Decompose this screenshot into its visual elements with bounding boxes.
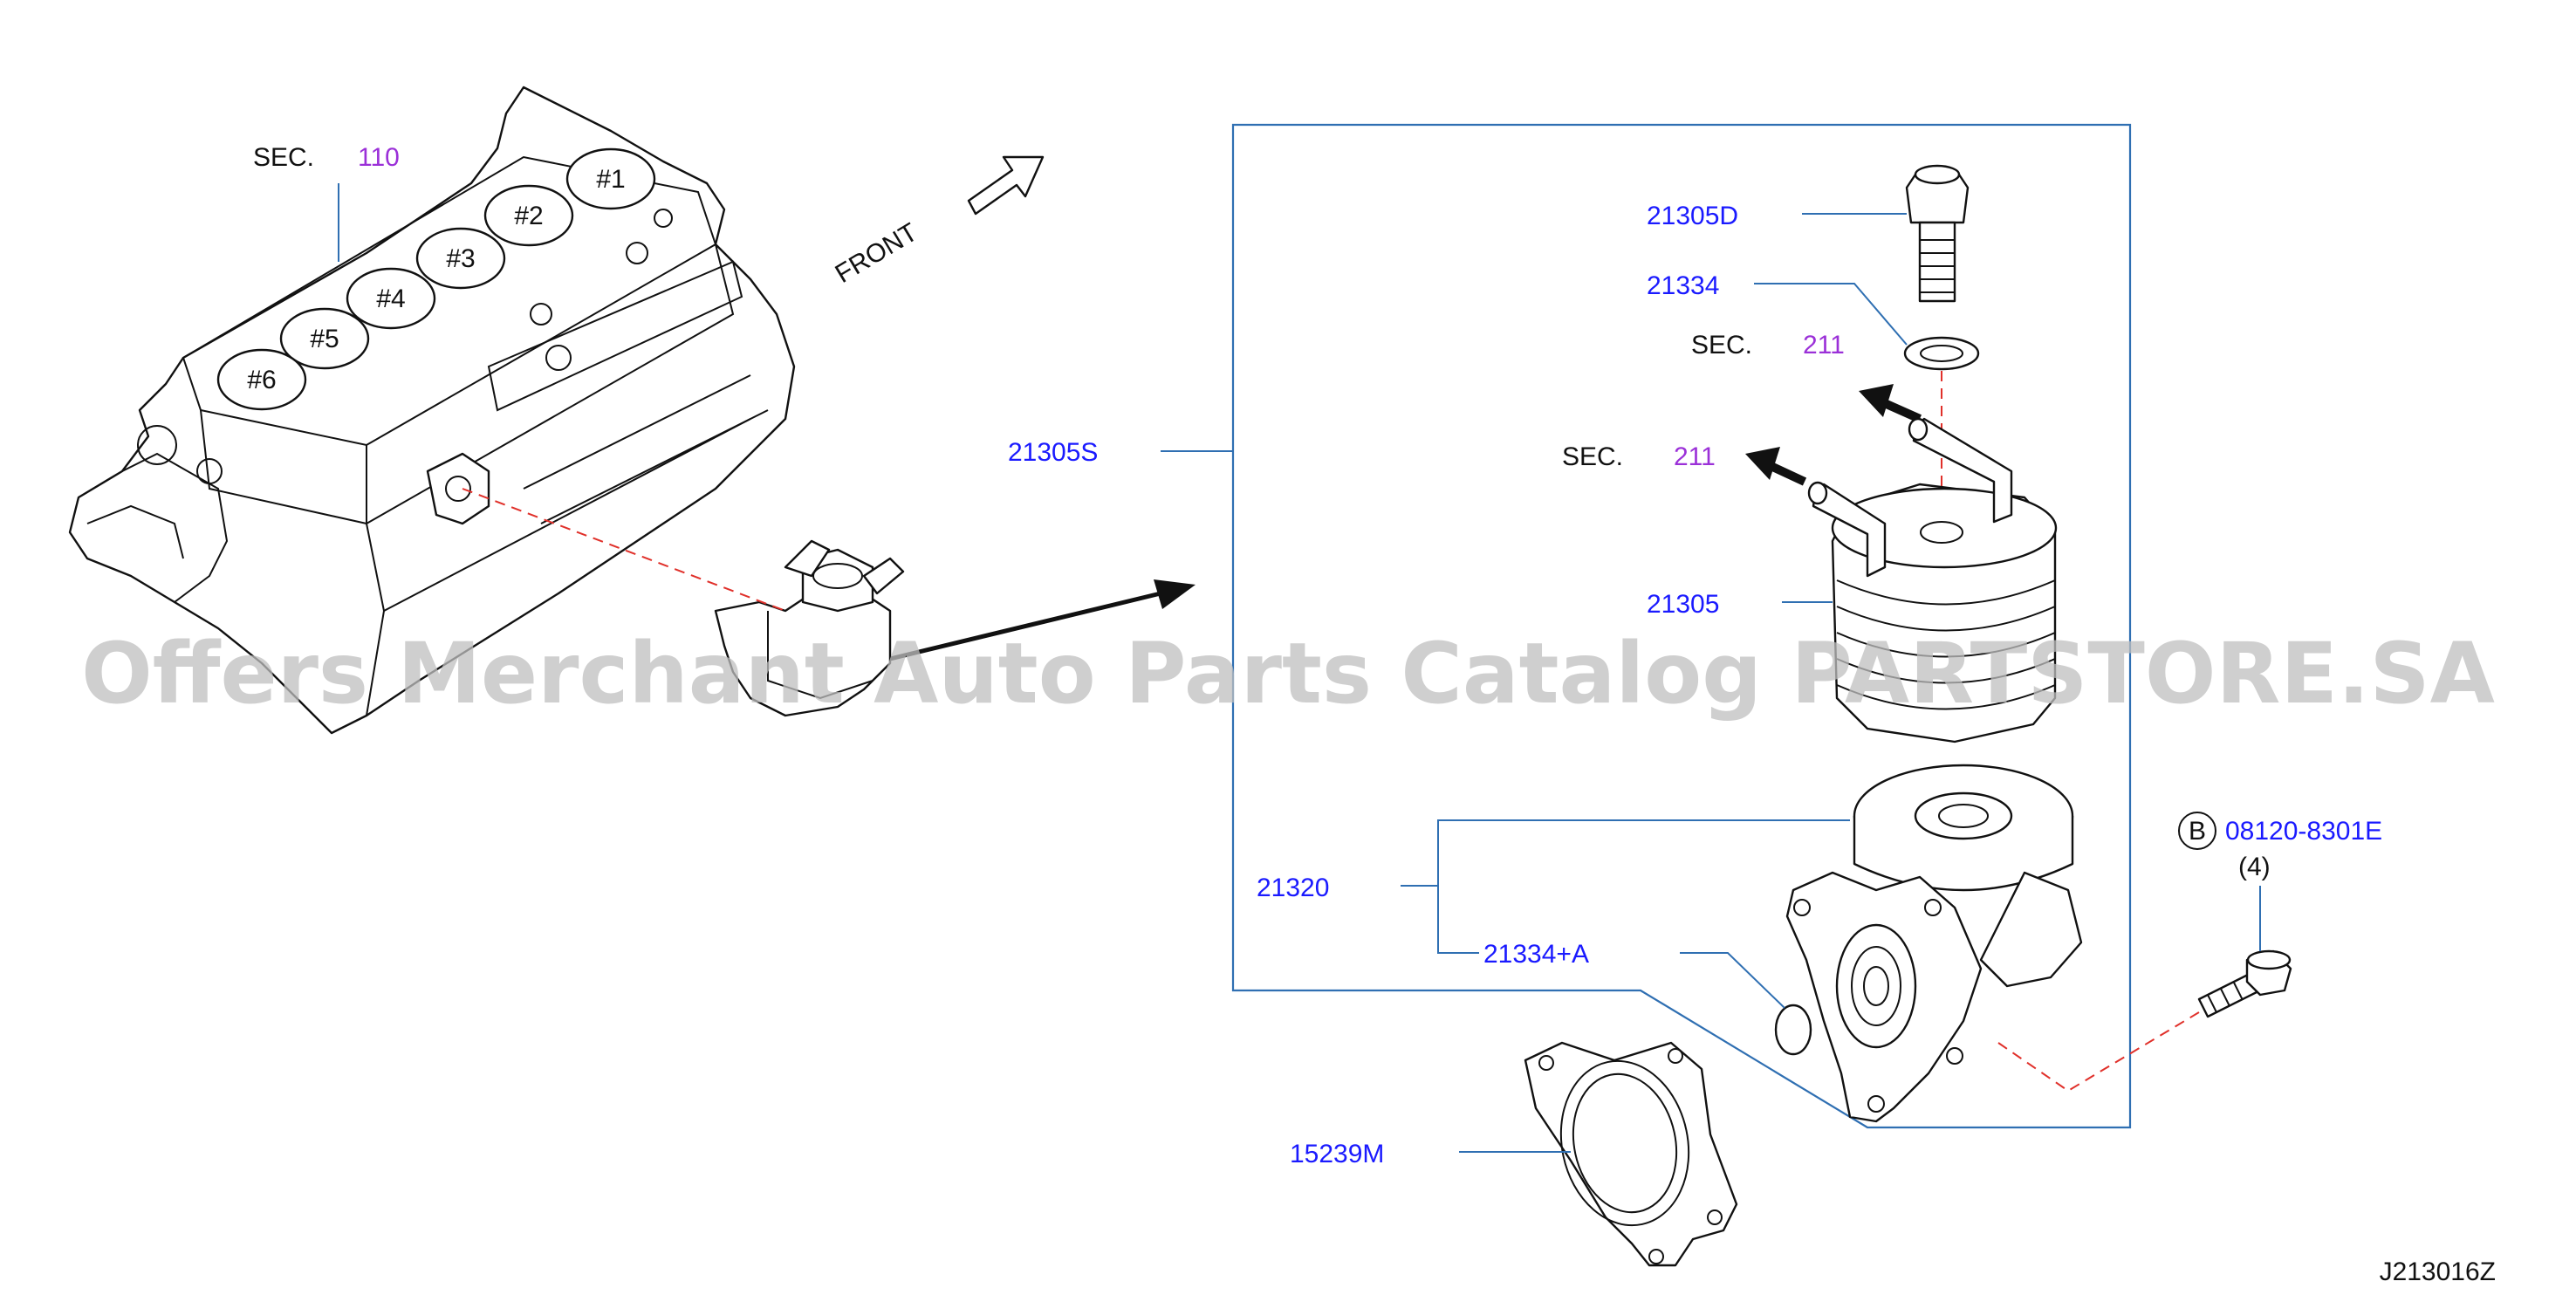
- cylinder-2-bore: [483, 184, 574, 247]
- part-21305[interactable]: 21305: [1647, 590, 1719, 619]
- sec-211-prefix-lower: SEC.: [1562, 442, 1623, 471]
- cylinder-label-1: #1: [596, 165, 625, 194]
- leader-21334: [1754, 283, 1908, 346]
- cylinder-5-bore: [279, 307, 370, 370]
- washer-21334: [1903, 336, 1980, 371]
- bolt-21305D-illustration: [1905, 164, 1970, 303]
- sec-110-prefix: SEC.: [253, 143, 314, 172]
- front-label: FRONT: [831, 217, 923, 289]
- bolt-badge-circle: [2178, 812, 2216, 850]
- part-21320[interactable]: 21320: [1257, 874, 1329, 902]
- cylinder-3-bore: [415, 227, 506, 290]
- diagram-id: J213016Z: [2380, 1257, 2496, 1286]
- cylinder-label-6: #6: [247, 366, 276, 394]
- front-arrow-icon: [967, 155, 1045, 216]
- bolt-badge-label: B: [2189, 817, 2206, 846]
- oil-cooler-assembly-small: [714, 539, 905, 717]
- o-ring-21334A: [1774, 1004, 1812, 1056]
- bolt-quantity: (4): [2238, 853, 2271, 881]
- sec-110-link[interactable]: 110: [358, 143, 400, 172]
- flow-arrow-lower-icon: [1745, 447, 1807, 486]
- oil-cooler-21305-illustration: [1807, 417, 2058, 743]
- oil-cooler-housing-21320-illustration: [1785, 764, 2083, 1123]
- part-08120-8301E[interactable]: 08120-8301E: [2225, 817, 2382, 846]
- sec-211-link-lower[interactable]: 211: [1674, 442, 1716, 471]
- cylinder-label-3: #3: [446, 244, 475, 273]
- gasket-15239M-illustration: [1524, 1041, 1738, 1267]
- watermark: Offers Merchant Auto Parts Catalog PARTS…: [81, 625, 2495, 723]
- sec-211-prefix-upper: SEC.: [1691, 331, 1752, 360]
- cylinder-label-5: #5: [310, 325, 339, 353]
- leader-21334A: [1680, 952, 1785, 1009]
- cylinder-label-2: #2: [514, 202, 543, 230]
- sec-211-link-upper[interactable]: 211: [1803, 331, 1845, 360]
- cylinder-4-bore: [346, 267, 436, 330]
- cylinder-1-bore: [565, 147, 656, 210]
- detail-box-outline: [1231, 123, 2132, 1129]
- front-direction-indicator: [967, 155, 1045, 216]
- cylinder-6-bore: [216, 348, 307, 411]
- part-21305S[interactable]: 21305S: [1008, 438, 1098, 467]
- part-15239M[interactable]: 15239M: [1290, 1140, 1384, 1168]
- detail-arrow: [889, 579, 1196, 661]
- part-21334A[interactable]: 21334+A: [1483, 940, 1589, 969]
- leader-21320-group: [1401, 819, 1850, 954]
- cylinder-label-4: #4: [376, 284, 405, 313]
- engine-centerline: [462, 488, 786, 612]
- part-21305D[interactable]: 21305D: [1647, 202, 1738, 230]
- part-21334[interactable]: 21334: [1647, 271, 1719, 300]
- cylinder-markers: #1 #2 #3 #4 #5 #6: [216, 147, 656, 411]
- flow-arrow-upper-icon: [1859, 384, 1922, 423]
- bolt-08120-centerline: [1997, 1011, 2200, 1093]
- bolt-08120-8301E-illustration: [2197, 949, 2292, 1018]
- engine-block-illustration: [68, 86, 796, 735]
